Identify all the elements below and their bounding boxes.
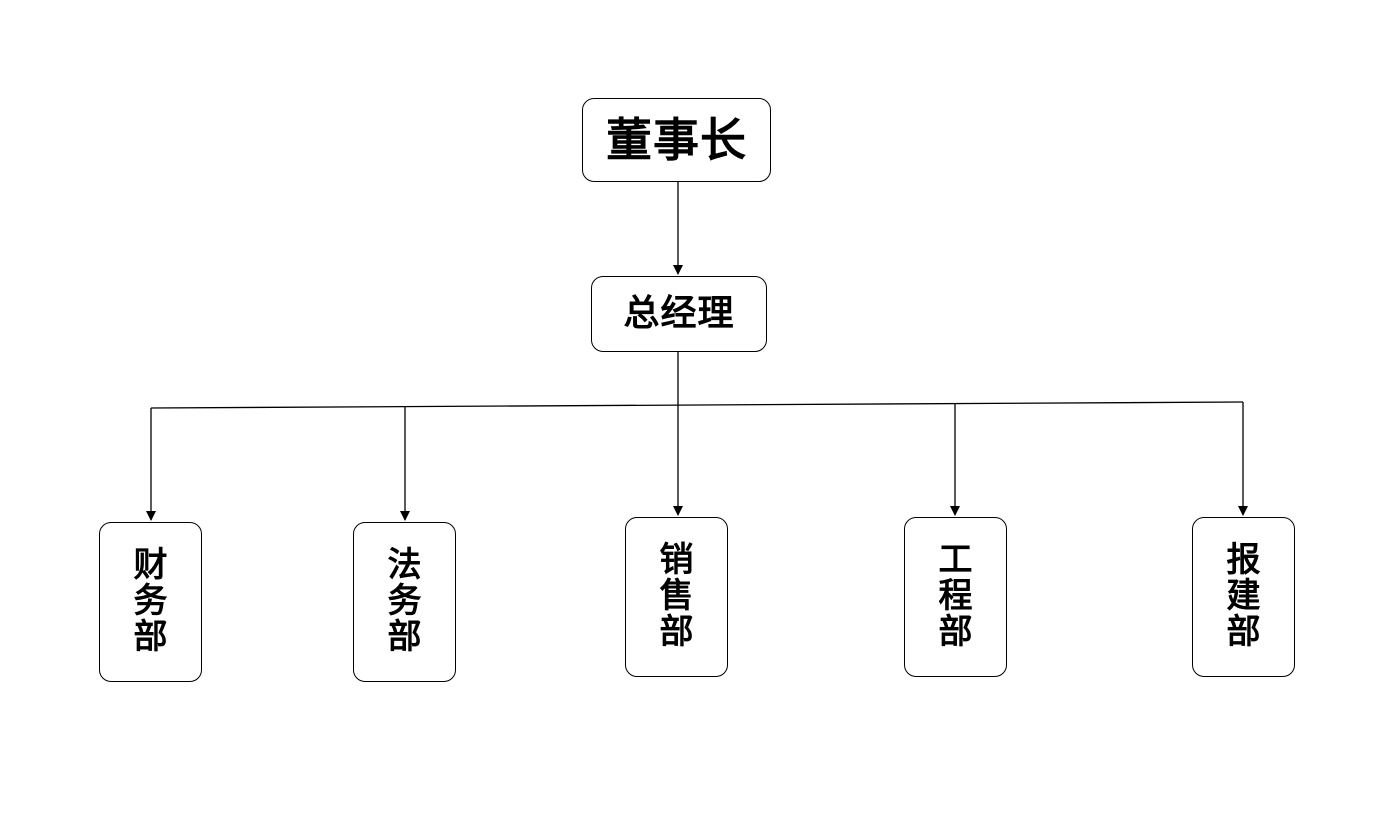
general-manager-box: 总经理 bbox=[591, 276, 767, 352]
department-engineering-box: 工程部 bbox=[904, 517, 1007, 677]
department-finance-label: 财务部 bbox=[133, 545, 168, 657]
chairman-box: 董事长 bbox=[582, 98, 771, 182]
connector-distribution-bar bbox=[150, 401, 1244, 409]
chairman-label: 董事长 bbox=[606, 113, 747, 167]
department-legal-label: 法务部 bbox=[387, 545, 422, 657]
department-sales-label: 销售部 bbox=[659, 540, 694, 652]
department-finance-box: 财务部 bbox=[99, 522, 202, 682]
department-permit-label: 报建部 bbox=[1226, 540, 1261, 652]
general-manager-label: 总经理 bbox=[623, 293, 735, 334]
department-permit-box: 报建部 bbox=[1192, 517, 1295, 677]
department-sales-box: 销售部 bbox=[625, 517, 728, 677]
department-engineering-label: 工程部 bbox=[938, 540, 973, 652]
department-legal-box: 法务部 bbox=[353, 522, 456, 682]
